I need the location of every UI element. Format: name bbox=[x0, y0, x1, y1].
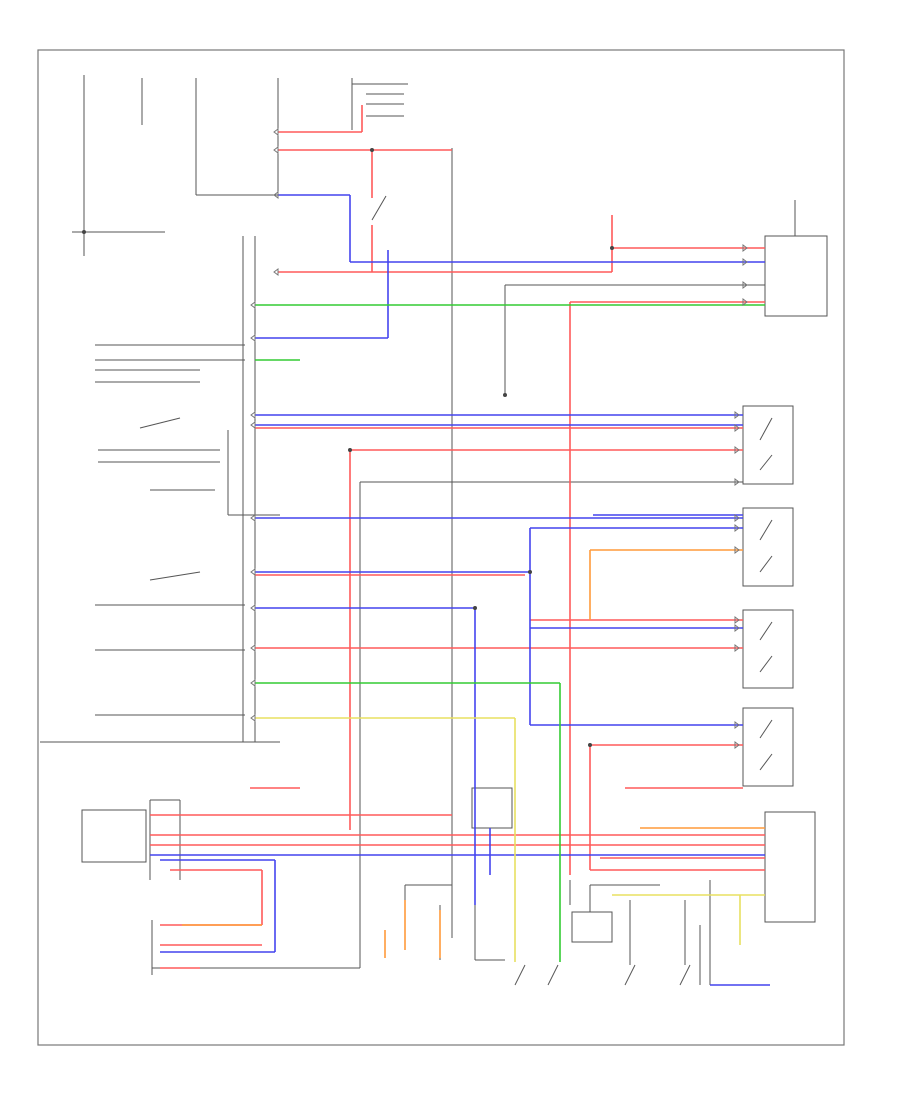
splice-dots bbox=[82, 148, 614, 747]
blue-wires bbox=[150, 194, 770, 986]
black-wires bbox=[40, 75, 796, 986]
component-boxes bbox=[81, 235, 828, 943]
red-wires bbox=[150, 105, 765, 969]
orange-wires bbox=[182, 549, 765, 958]
switch-contacts bbox=[371, 195, 773, 771]
connector-marks bbox=[250, 128, 748, 749]
green-wires bbox=[255, 304, 765, 962]
yellow-wires bbox=[255, 717, 765, 962]
diagram-frame bbox=[37, 49, 845, 1046]
